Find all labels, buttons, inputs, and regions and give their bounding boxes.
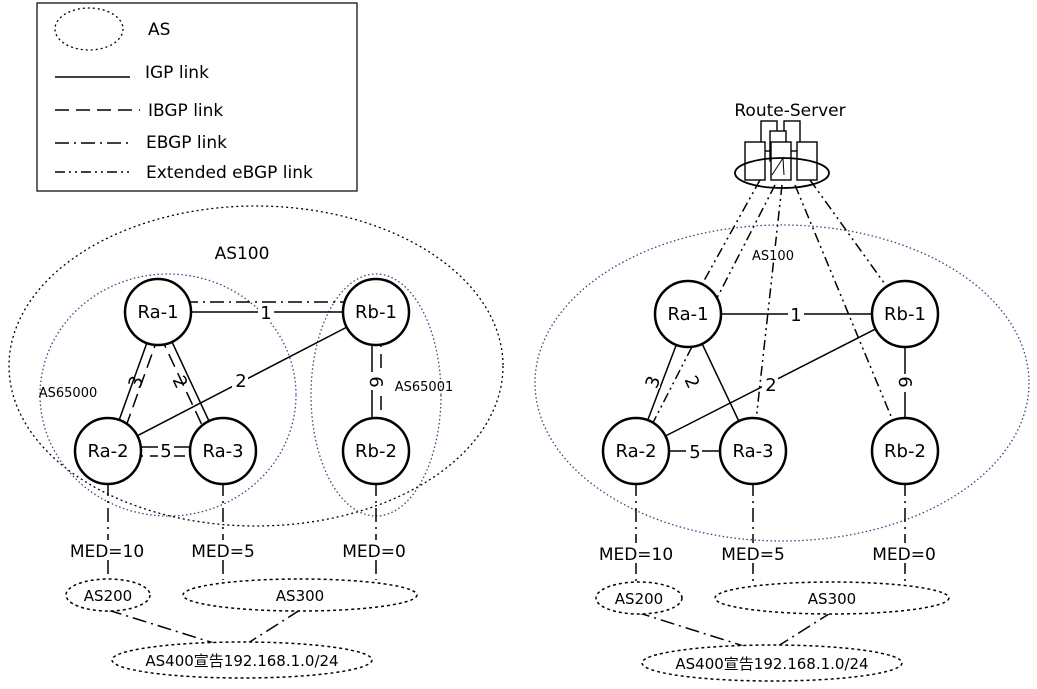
legend-ebgp-label: EBGP link [146, 133, 227, 153]
right-router-ra3-label: Ra-3 [732, 441, 773, 462]
right-router-ra3[interactable]: Ra-3 [718, 416, 788, 486]
left-router-ra1-label: Ra-1 [137, 302, 178, 323]
legend-as-label: AS [148, 20, 170, 40]
left-router-ra2[interactable]: Ra-2 [73, 416, 143, 486]
left-as200-label: AS200 [84, 587, 132, 605]
left-as200: AS200 [65, 578, 151, 612]
server-rack-icon [744, 120, 818, 181]
right-router-ra1-label: Ra-1 [667, 304, 708, 325]
left-cost-ra1-rb1: 1 [260, 303, 271, 324]
right-router-ra2-label: Ra-2 [615, 441, 656, 462]
right-as300: AS300 [714, 581, 950, 615]
legend-as-symbol [54, 7, 124, 51]
left-as65000-boundary [39, 273, 297, 517]
left-med-rb2: MED=0 [342, 542, 406, 562]
right-as400: AS400宣告192.168.1.0/24 [641, 644, 903, 682]
right-as100-label: AS100 [752, 249, 794, 264]
left-router-ra1[interactable]: Ra-1 [123, 277, 193, 347]
legend-ext-label: Extended eBGP link [146, 163, 313, 183]
legend-box [36, 2, 358, 192]
left-router-rb2[interactable]: Rb-2 [341, 416, 411, 486]
left-as65001-label: AS65001 [395, 380, 454, 395]
route-server-boundary [734, 157, 830, 189]
legend-igp-label: IGP link [145, 63, 209, 83]
left-as400-label: AS400宣告192.168.1.0/24 [145, 652, 338, 670]
right-router-rb2-label: Rb-2 [884, 441, 926, 462]
right-router-ra2[interactable]: Ra-2 [601, 416, 671, 486]
right-as300-label: AS300 [808, 590, 856, 608]
left-router-rb1[interactable]: Rb-1 [341, 277, 411, 347]
right-ext-rs-ra3 [752, 184, 783, 449]
right-router-rb1-label: Rb-1 [884, 304, 926, 325]
left-cost-rb1-rb2: 6 [365, 376, 386, 387]
left-router-rb1-label: Rb-1 [355, 302, 397, 323]
left-as100-label: AS100 [215, 244, 270, 264]
right-med-ra3: MED=5 [721, 545, 785, 565]
legend: AS IGP link IBGP link EBGP link Extended… [36, 2, 358, 192]
right-med-ra2: MED=10 [599, 545, 673, 565]
right-cost-ra1-ra3: 2 [680, 373, 704, 392]
left-as300-label: AS300 [276, 587, 324, 605]
right-as200: AS200 [595, 581, 683, 615]
right-as100-boundary [534, 224, 1030, 542]
right-router-ra1[interactable]: Ra-1 [653, 279, 723, 349]
route-server[interactable]: Route-Server [734, 101, 846, 189]
left-med-ra3: MED=5 [191, 542, 255, 562]
right-cost-rb1-rb2: 6 [894, 376, 915, 387]
left-router-rb2-label: Rb-2 [355, 441, 397, 462]
left-as300: AS300 [182, 578, 418, 612]
right-as200-label: AS200 [615, 590, 663, 608]
right-router-rb2[interactable]: Rb-2 [870, 416, 940, 486]
route-server-label: Route-Server [734, 101, 845, 121]
left-topology: 1 3 2 2 5 6 Ra-1 Rb-1 Ra-2 Ra-3 Rb-2 [8, 205, 504, 679]
right-ebgp-as300-as400 [774, 611, 833, 649]
right-ebgp-as200-as400 [635, 611, 751, 649]
left-cost-ra1-ra3: 2 [168, 373, 192, 392]
left-router-ra3[interactable]: Ra-3 [188, 416, 258, 486]
left-cost-ra2-ra3: 5 [160, 441, 171, 462]
right-cost-ra2-ra3: 5 [689, 442, 700, 463]
left-ebgp-as200-as400 [107, 609, 221, 646]
left-med-ra2: MED=10 [70, 542, 144, 562]
right-topology: 1 3 2 2 5 6 Ra-1 Rb-1 Ra-2 Ra-3 Rb-2 [534, 101, 1030, 682]
left-as65000-label: AS65000 [39, 386, 98, 401]
left-as400: AS400宣告192.168.1.0/24 [111, 641, 373, 679]
right-router-rb1[interactable]: Rb-1 [870, 279, 940, 349]
right-cost-rb1-ra2: 2 [765, 375, 776, 396]
left-ebgp-as300-as400 [244, 609, 301, 646]
right-as400-label: AS400宣告192.168.1.0/24 [675, 655, 868, 673]
right-ext-rs-rb2 [794, 184, 906, 451]
left-as100-boundary [8, 205, 504, 527]
left-router-ra2-label: Ra-2 [87, 441, 128, 462]
right-med-rb2: MED=0 [872, 545, 936, 565]
right-cost-ra1-rb1: 1 [790, 305, 801, 326]
legend-ibgp-label: IBGP link [148, 101, 223, 121]
left-cost-rb1-ra2: 2 [235, 371, 246, 392]
left-router-ra3-label: Ra-3 [202, 441, 243, 462]
